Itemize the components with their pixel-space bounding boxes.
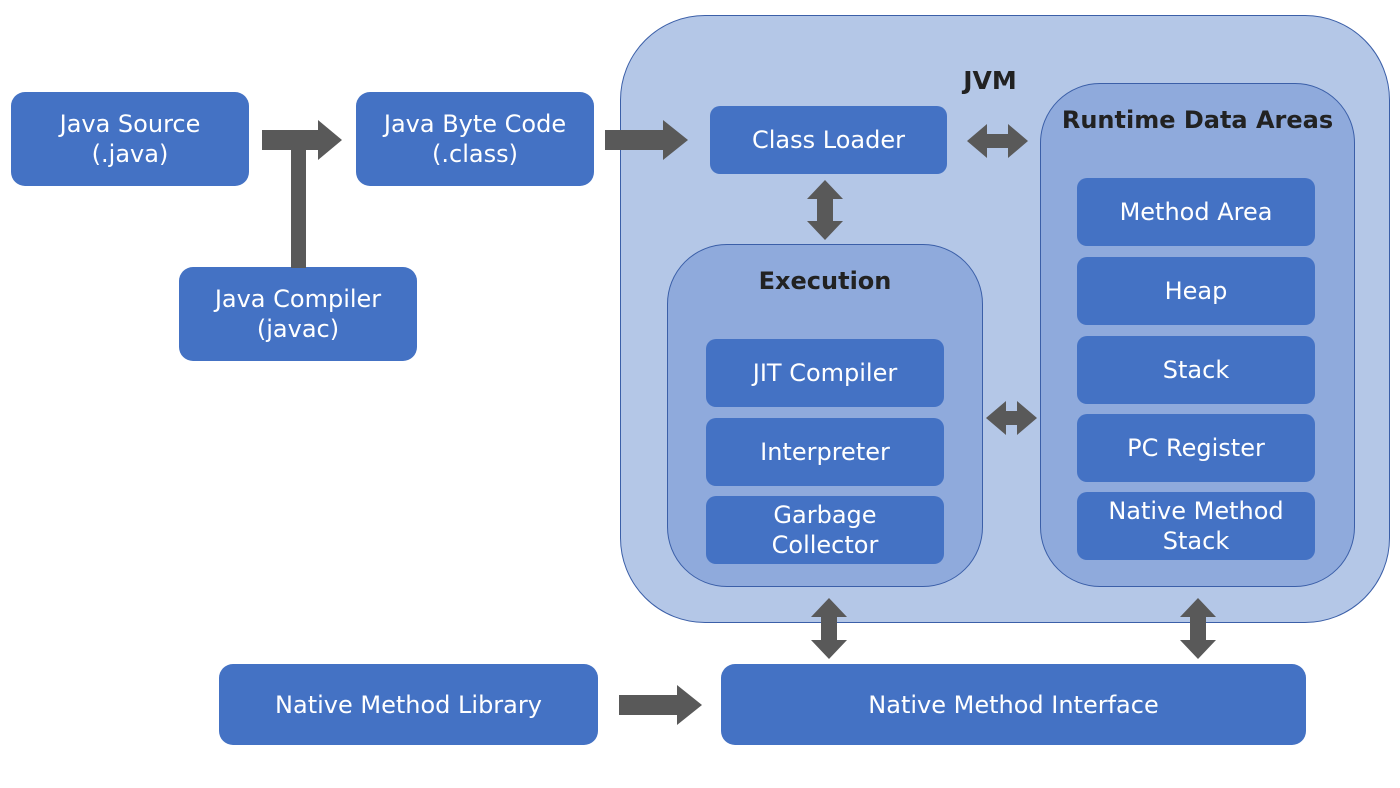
pc-register-box: PC Register	[1077, 414, 1315, 482]
java-compiler-command: (javac)	[256, 315, 340, 343]
library-to-interface-arrow	[619, 685, 702, 725]
jvm-title: JVM	[963, 66, 1017, 95]
java-compiler-box: Java Compiler (javac)	[179, 267, 417, 361]
runtime-data-areas-title: Runtime Data Areas	[1061, 106, 1334, 134]
heap-label: Heap	[1164, 277, 1228, 305]
execution-runtime-double-arrow	[986, 401, 1037, 435]
interpreter-label: Interpreter	[760, 438, 890, 466]
native-method-interface-label: Native Method Interface	[868, 690, 1159, 719]
java-source-box: Java Source (.java)	[11, 92, 249, 186]
java-byte-code-box: Java Byte Code (.class)	[356, 92, 594, 186]
java-source-label: Java Source	[59, 110, 201, 138]
class-loader-runtime-double-arrow	[967, 124, 1028, 158]
compiler-stem-connector	[291, 140, 306, 268]
class-loader-box: Class Loader	[710, 106, 947, 174]
pc-register-label: PC Register	[1127, 434, 1265, 462]
interpreter-box: Interpreter	[706, 418, 944, 486]
method-area-box: Method Area	[1077, 178, 1315, 246]
heap-box: Heap	[1077, 257, 1315, 325]
native-method-library-label: Native Method Library	[275, 690, 542, 719]
stack-label: Stack	[1162, 356, 1230, 384]
native-method-interface-box: Native Method Interface	[721, 664, 1306, 745]
java-compiler-label: Java Compiler	[214, 285, 382, 313]
stack-box: Stack	[1077, 336, 1315, 404]
java-byte-code-label: Java Byte Code	[383, 110, 567, 138]
native-method-stack-label: Native Method Stack	[1108, 497, 1284, 555]
class-loader-execution-double-arrow	[807, 180, 843, 240]
java-source-extension: (.java)	[91, 140, 169, 168]
native-method-library-box: Native Method Library	[219, 664, 598, 745]
native-method-stack-box: Native Method Stack	[1077, 492, 1315, 560]
method-area-label: Method Area	[1119, 198, 1273, 226]
jit-compiler-box: JIT Compiler	[706, 339, 944, 407]
runtime-native-interface-double-arrow	[1180, 598, 1216, 659]
jit-compiler-label: JIT Compiler	[752, 359, 898, 387]
source-to-bytecode-arrow	[262, 120, 342, 160]
garbage-collector-box: Garbage Collector	[706, 496, 944, 564]
class-loader-label: Class Loader	[752, 126, 905, 154]
bytecode-to-class-loader-arrow	[605, 120, 688, 160]
java-byte-code-extension: (.class)	[432, 140, 518, 168]
execution-title: Execution	[758, 267, 892, 295]
execution-native-interface-double-arrow	[811, 598, 847, 659]
garbage-collector-label: Garbage Collector	[771, 501, 879, 559]
